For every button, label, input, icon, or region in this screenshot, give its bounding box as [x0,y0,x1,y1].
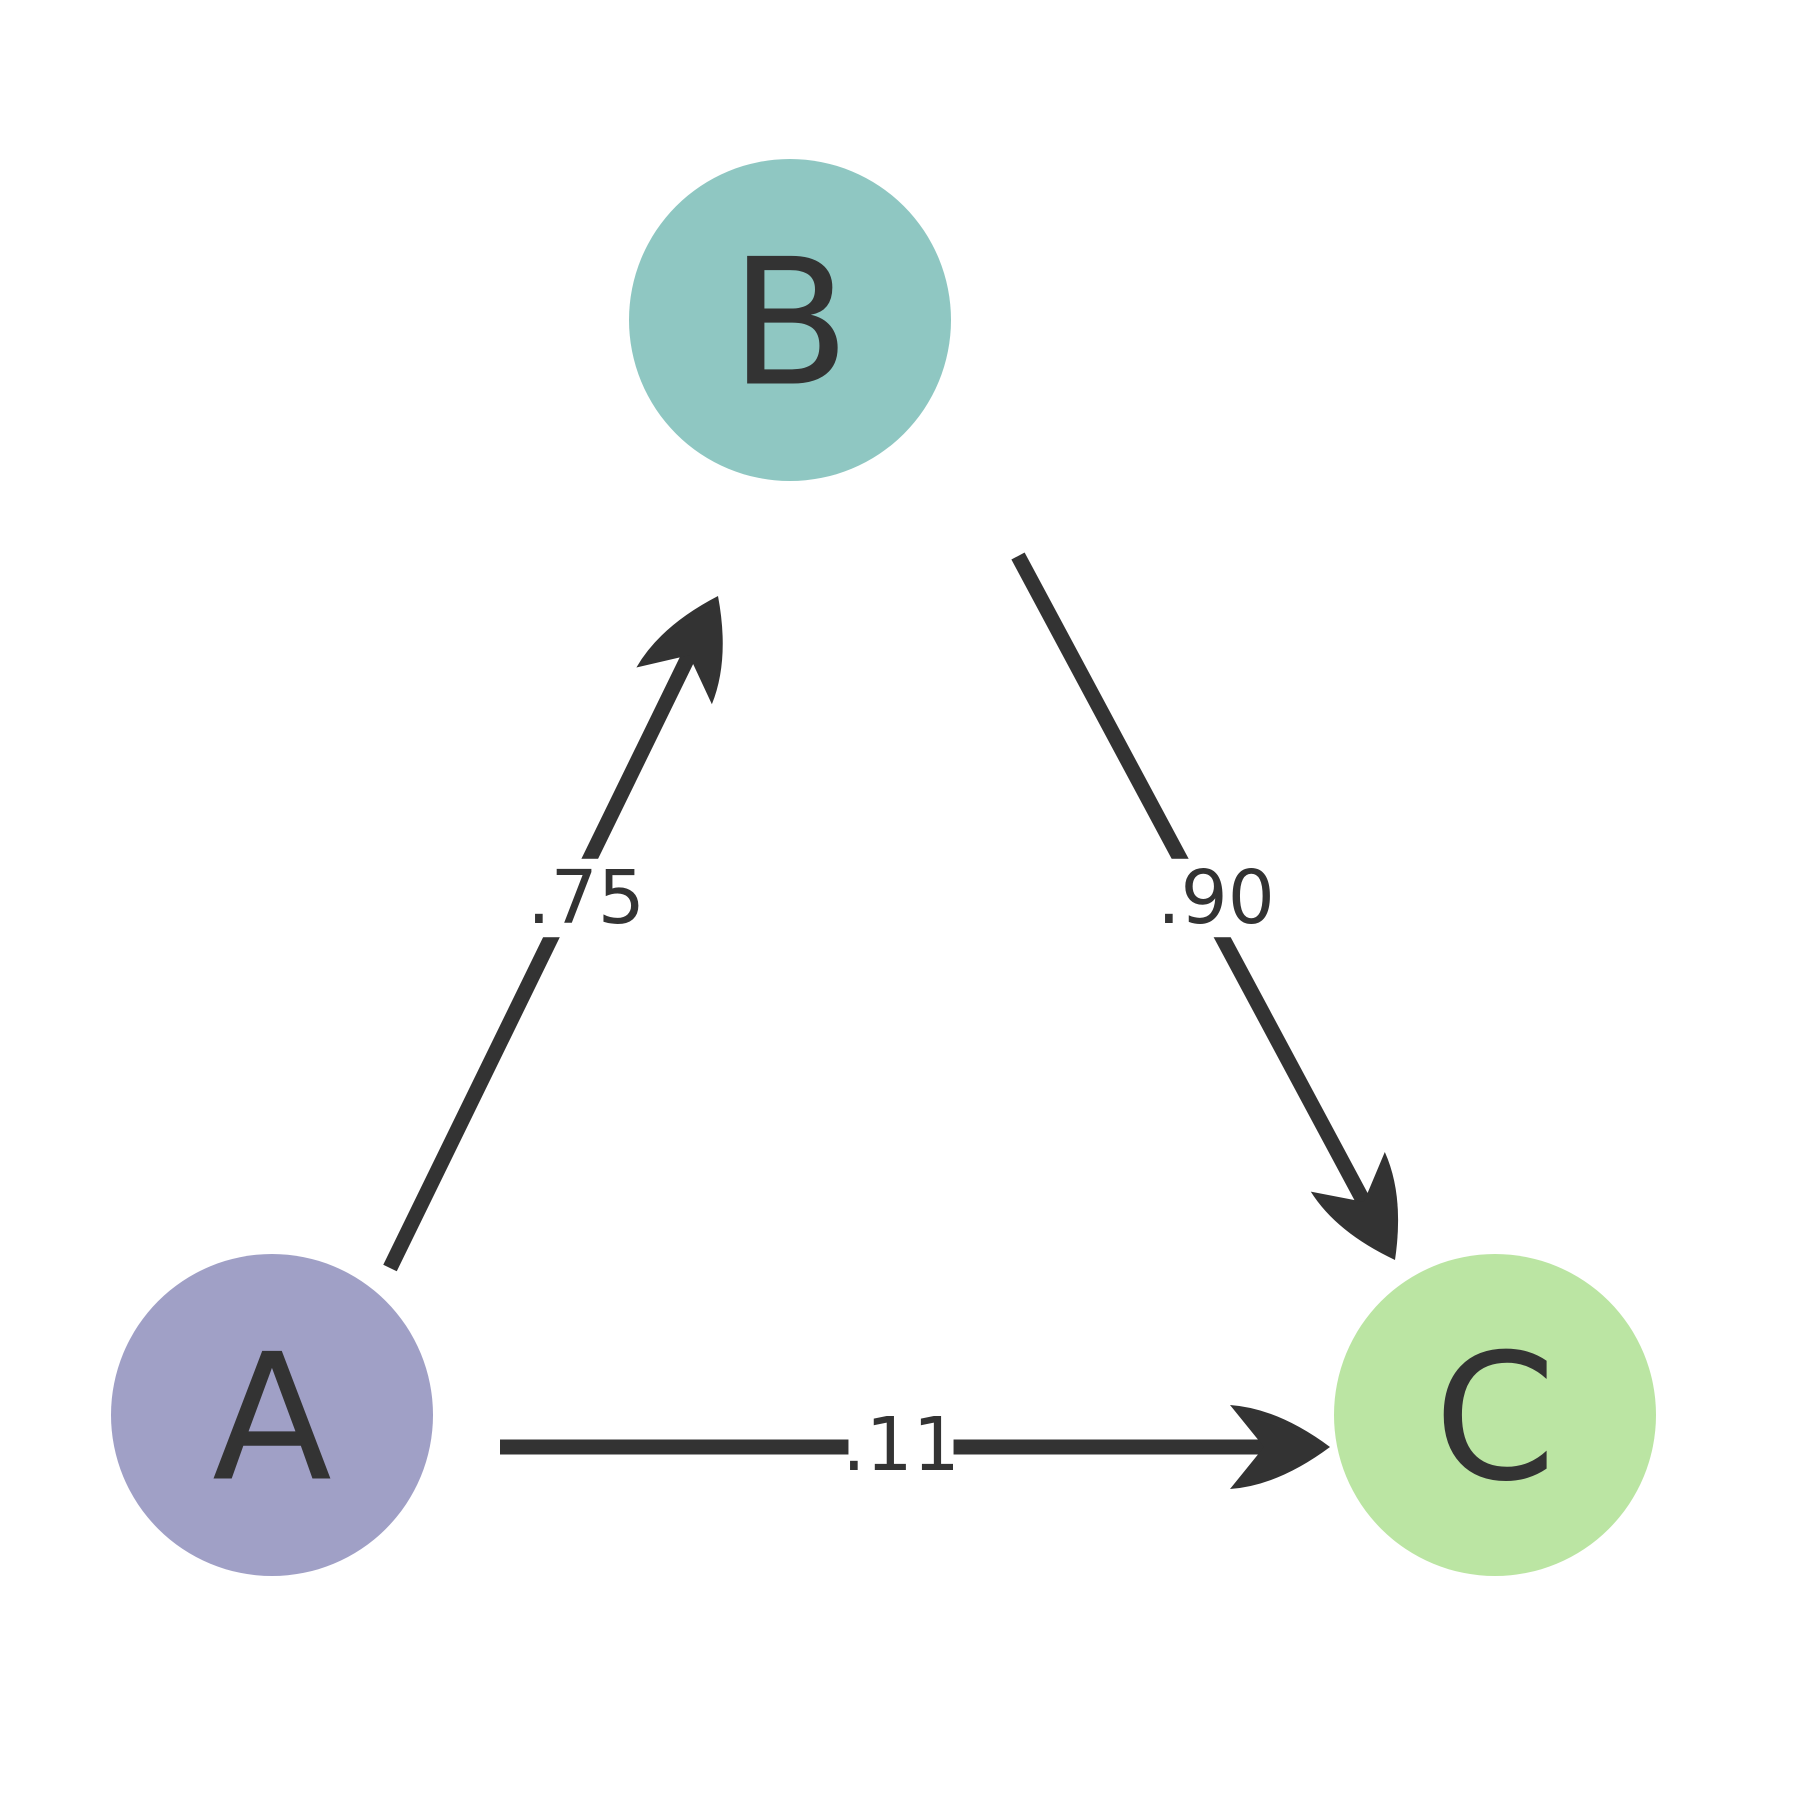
edge-label-a-to-c: .11 [842,1402,960,1488]
edge-label-a-to-b-halo [533,858,639,938]
node-a-circle[interactable] [111,1254,433,1576]
node-c[interactable]: C [1334,1254,1656,1576]
edge-label-b-to-c: .90 [1157,855,1275,941]
node-b-circle[interactable] [629,159,951,481]
edge-a-to-b[interactable] [383,596,723,1272]
node-c-circle[interactable] [1334,1254,1656,1576]
node-c-label: C [1434,1318,1556,1521]
edge-label-a-to-c-group: .11 [842,1402,960,1488]
edge-a-to-b-line [383,646,699,1272]
edge-b-to-c-arrowhead [1310,1152,1399,1260]
node-b-label: B [730,223,850,426]
node-a-label: A [212,1318,332,1521]
edge-a-to-b-arrowhead [636,596,723,705]
node-b[interactable]: B [629,159,951,481]
edge-label-a-to-c-halo [848,1405,954,1485]
node-layer: A B C [111,159,1656,1576]
edge-label-a-to-b-group: .75 [527,855,645,941]
edge-layer [383,552,1399,1489]
edge-label-b-to-c-halo [1163,858,1269,938]
node-a[interactable]: A [111,1254,433,1576]
edge-label-a-to-b: .75 [527,855,645,941]
edge-label-b-to-c-group: .90 [1157,855,1275,941]
edge-label-layer: .75 .90 .11 [527,855,1275,1488]
edge-a-to-c-arrowhead [1230,1405,1330,1489]
